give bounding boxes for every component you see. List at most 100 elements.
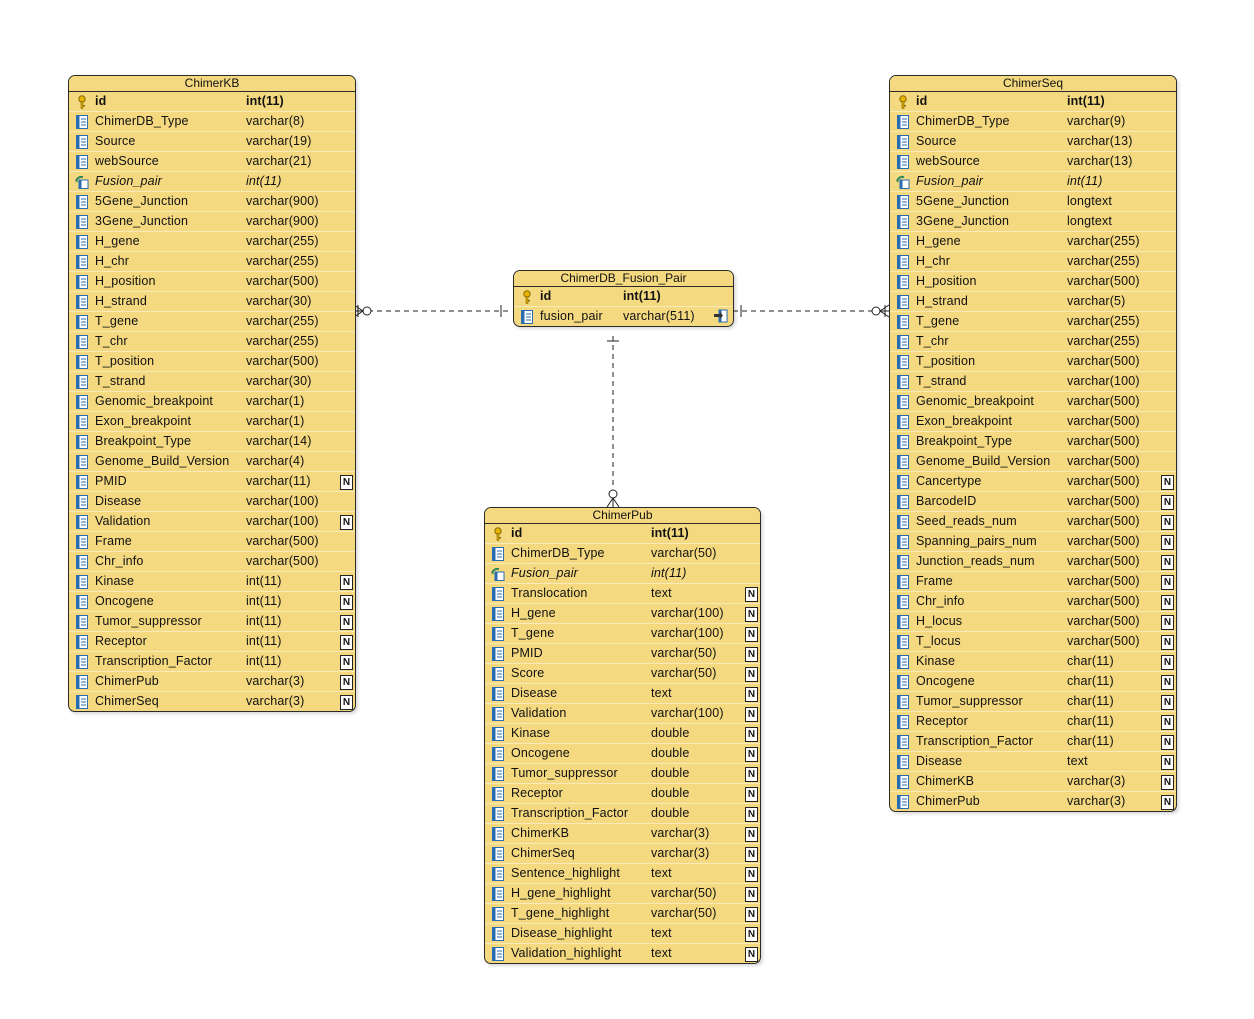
column-name: Validation <box>511 706 567 720</box>
column-icon <box>896 395 910 409</box>
column-name: Frame <box>95 534 132 548</box>
nullable-icon: N <box>1161 575 1174 590</box>
column-name: Cancertype <box>916 474 982 488</box>
